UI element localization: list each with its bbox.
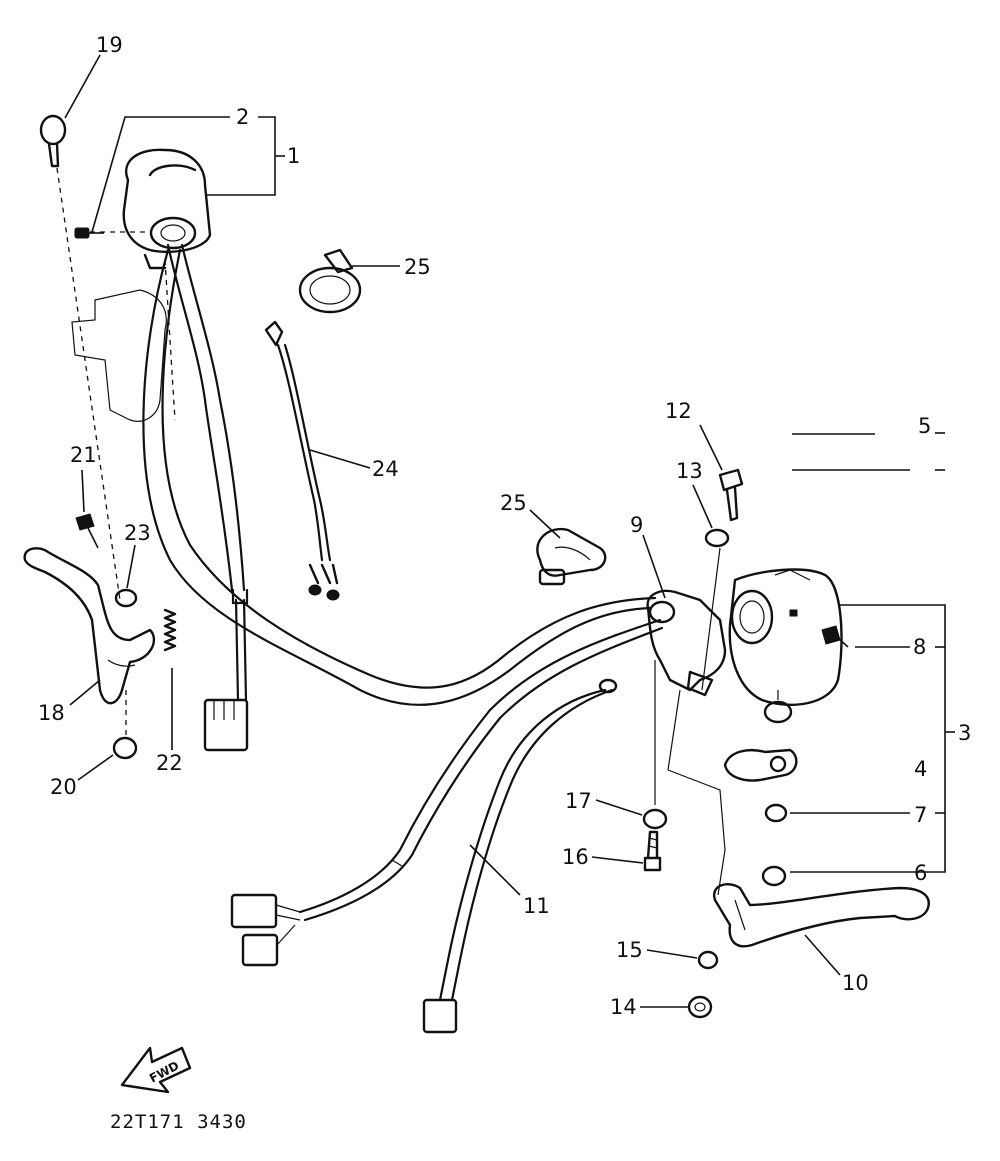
right-switch-harness-11 [298, 618, 664, 1002]
lever-pivot-4 [723, 748, 798, 782]
callout-11: 11 [523, 894, 550, 918]
left-switch-wire-harness [142, 243, 657, 706]
callout-12: 12 [665, 399, 692, 423]
clutch-lever-18 [23, 547, 156, 705]
callout-18: 18 [38, 701, 65, 725]
left-switch-housing [122, 148, 212, 270]
washer-7 [764, 803, 788, 823]
leader-lines [64, 54, 955, 1008]
forward-direction-arrow: FWD [120, 1046, 192, 1094]
lever-nut-23 [114, 588, 138, 608]
callout-15: 15 [616, 938, 643, 962]
lever-bolt-21 [75, 513, 99, 549]
right-switch-housing [728, 568, 843, 707]
callout-24: 24 [372, 457, 399, 481]
callout-21: 21 [70, 443, 97, 467]
right-harness-connector-large [230, 893, 301, 967]
screw-8 [821, 625, 849, 648]
callout-16: 16 [562, 845, 589, 869]
switch-screw-2 [74, 227, 104, 239]
callout-20: 20 [50, 775, 77, 799]
callout-4: 4 [914, 757, 927, 781]
diagram-reference-code: 22T171 3430 [110, 1111, 247, 1133]
callout-5: 5 [918, 414, 931, 438]
brake-lever-10 [712, 883, 930, 948]
callout-10: 10 [842, 971, 869, 995]
callout-17: 17 [565, 789, 592, 813]
callout-23: 23 [124, 521, 151, 545]
callout-14: 14 [610, 995, 637, 1019]
cable-ball-end-19 [39, 114, 67, 168]
callout-22: 22 [156, 751, 183, 775]
nut-14 [687, 995, 713, 1019]
callout-13: 13 [676, 459, 703, 483]
callout-19: 19 [96, 33, 123, 57]
lever-collar-20 [112, 736, 138, 760]
washer-15 [697, 950, 719, 970]
switch-screw-12 [718, 468, 744, 522]
switch-lead-24 [264, 320, 340, 601]
spacer-5 [763, 700, 793, 724]
callout-7: 7 [914, 803, 927, 827]
cable-route-dashed [56, 167, 121, 601]
lever-holder-9 [646, 589, 727, 697]
bolt-16 [643, 830, 662, 872]
callout-labels: 19 2 1 25 24 21 23 18 20 22 12 13 25 9 8… [38, 33, 971, 1019]
callout-3: 3 [958, 721, 971, 745]
washer-13 [704, 528, 730, 548]
right-harness-connector-small [422, 998, 458, 1034]
callout-8: 8 [913, 635, 926, 659]
lever-spring-22 [163, 608, 177, 652]
callout-1: 1 [287, 144, 300, 168]
nut-6 [761, 865, 787, 887]
callout-6-lower: 6 [914, 861, 927, 885]
wire-clamp-25-upper [298, 248, 362, 314]
callout-9: 9 [630, 513, 643, 537]
callout-2: 2 [236, 105, 249, 129]
callout-25-lower: 25 [500, 491, 527, 515]
wire-clamp-25-lower [536, 527, 607, 586]
callout-25-upper: 25 [404, 255, 431, 279]
nut-17 [642, 808, 668, 830]
left-harness-connector [203, 698, 249, 752]
